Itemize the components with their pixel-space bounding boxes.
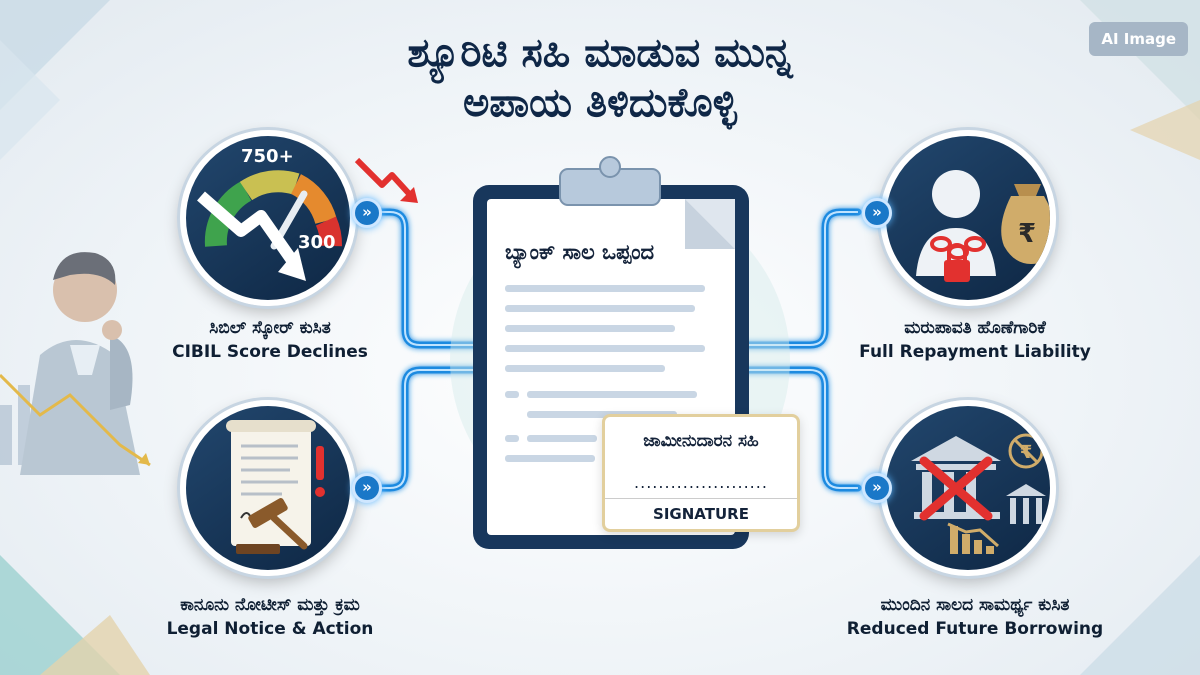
signature-box-title: ಜಾಮೀನುದಾರನ ಸಹಿ — [643, 431, 759, 451]
cibil-risk-label: ಸಿಬಿಲ್ ಸ್ಕೋರ್ ಕುಸಿತ CIBIL Score Declines — [150, 318, 390, 362]
gauge-high-label: 750+ — [241, 146, 294, 167]
trend-down-arrow-icon — [354, 157, 418, 203]
worried-person-icon — [0, 252, 151, 475]
repayment-risk-circle: ₹ — [880, 130, 1056, 306]
title-line-1: ಶ್ಯೂರಿಟಿ ಸಹಿ ಮಾಡುವ ಮುನ್ನ — [407, 30, 793, 76]
repayment-arrow-connector: » — [862, 198, 892, 228]
guarantor-signature-box[interactable]: ಜಾಮೀನುದಾರನ ಸಹಿ ...................... SI… — [602, 414, 800, 532]
legal-risk-label: ಕಾನೂನು ನೋಟೀಸ್ ಮತ್ತು ಕ್ರಮ Legal Notice & … — [110, 595, 430, 639]
gauge-low-label: 300 — [298, 232, 336, 253]
repayment-kannada-text: ಮರುಪಾವತಿ ಹೊಣೆಗಾರಿಕೆ — [904, 318, 1046, 338]
title-line-2: ಅಪಾಯ ತಿಳಿದುಕೊಳ್ಳಿ — [463, 80, 737, 126]
money-bag-icon: ₹ — [1001, 184, 1050, 264]
page-title: ಶ್ಯೂರಿಟಿ ಸಹಿ ಮಾಡುವ ಮುನ್ನ ಅಪಾಯ ತಿಳಿದುಕೊಳ್… — [250, 28, 950, 128]
chained-person-icon: ₹ — [916, 170, 1050, 282]
signature-line: ...................... — [634, 473, 768, 492]
bank-cross-icon: ₹ — [911, 433, 1046, 554]
signature-label: SIGNATURE — [605, 498, 797, 523]
document-title: ಬ್ಯಾಂಕ್ ಸಾಲ ಒಪ್ಪಂದ — [505, 240, 655, 264]
borrowing-risk-label: ಮುಂದಿನ ಸಾಲದ ಸಾಮರ್ಥ್ಯ ಕುಸಿತ Reduced Futur… — [820, 595, 1130, 639]
borrowing-arrow-connector: » — [862, 473, 892, 503]
repayment-risk-label: ಮರುಪಾವತಿ ಹೊಣೆಗಾರಿಕೆ Full Repayment Liabi… — [840, 318, 1110, 362]
credit-gauge-icon — [197, 170, 342, 281]
corner-decoration-bottom-left — [0, 555, 150, 675]
cibil-kannada-text: ಸಿಬಿಲ್ ಸ್ಕೋರ್ ಕುಸಿತ — [209, 318, 331, 338]
corner-decoration-bottom-right — [1080, 555, 1200, 675]
legal-risk-circle — [180, 400, 356, 576]
corner-decoration-top-left — [0, 0, 110, 160]
declining-chart-icon — [947, 522, 999, 554]
cibil-arrow-connector: » — [352, 198, 382, 228]
borrowing-risk-circle: ₹ — [880, 400, 1056, 576]
legal-gavel-icon — [226, 420, 325, 554]
legal-kannada-text: ಕಾನೂನು ನೋಟೀಸ್ ಮತ್ತು ಕ್ರಮ — [180, 595, 360, 615]
legal-arrow-connector: » — [352, 473, 382, 503]
borrowing-english-text: Reduced Future Borrowing — [846, 619, 1104, 639]
cibil-risk-circle: 750+ 300 — [180, 130, 356, 306]
repayment-english-text: Full Repayment Liability — [859, 342, 1091, 362]
cibil-english-text: CIBIL Score Declines — [172, 342, 368, 362]
borrowing-kannada-text: ಮುಂದಿನ ಸಾಲದ ಸಾಮರ್ಥ್ಯ ಕುಸಿತ — [880, 595, 1070, 615]
svg-text:₹: ₹ — [1018, 219, 1036, 249]
ai-image-badge: AI Image — [1089, 22, 1188, 56]
legal-english-text: Legal Notice & Action — [166, 619, 374, 639]
